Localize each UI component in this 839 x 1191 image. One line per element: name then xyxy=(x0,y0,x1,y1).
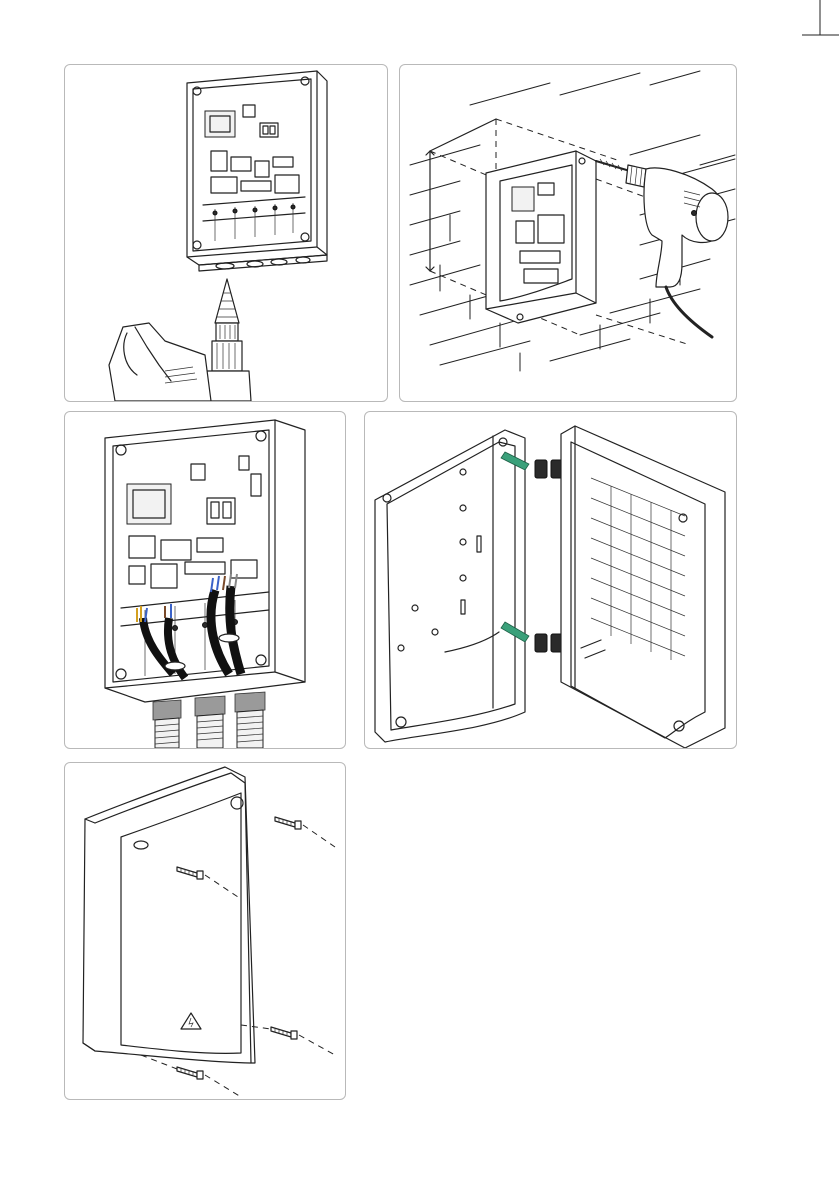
base-interior xyxy=(561,426,725,748)
crop-mark xyxy=(0,0,839,40)
cable-gland-icon xyxy=(153,692,265,748)
enclosure-box xyxy=(187,71,327,271)
panel-cover-hinges xyxy=(364,411,737,749)
panel-cable-glands xyxy=(64,411,346,749)
cover-interior xyxy=(375,430,525,742)
step-drill-illustration xyxy=(65,65,387,401)
cable-gland-illustration xyxy=(65,412,345,748)
panel-drill-cable-holes xyxy=(64,64,388,402)
wall-drilling-illustration xyxy=(400,65,736,401)
step-drill-icon xyxy=(212,279,242,371)
cover-hinge-illustration xyxy=(365,412,736,748)
panel-cover-screws xyxy=(64,762,346,1100)
enclosure-box xyxy=(486,151,596,323)
cover-screws-illustration xyxy=(65,763,345,1099)
power-drill-icon xyxy=(596,159,728,337)
enclosure-box xyxy=(105,420,305,702)
closed-enclosure xyxy=(83,767,255,1063)
panel-wall-drilling xyxy=(399,64,737,402)
